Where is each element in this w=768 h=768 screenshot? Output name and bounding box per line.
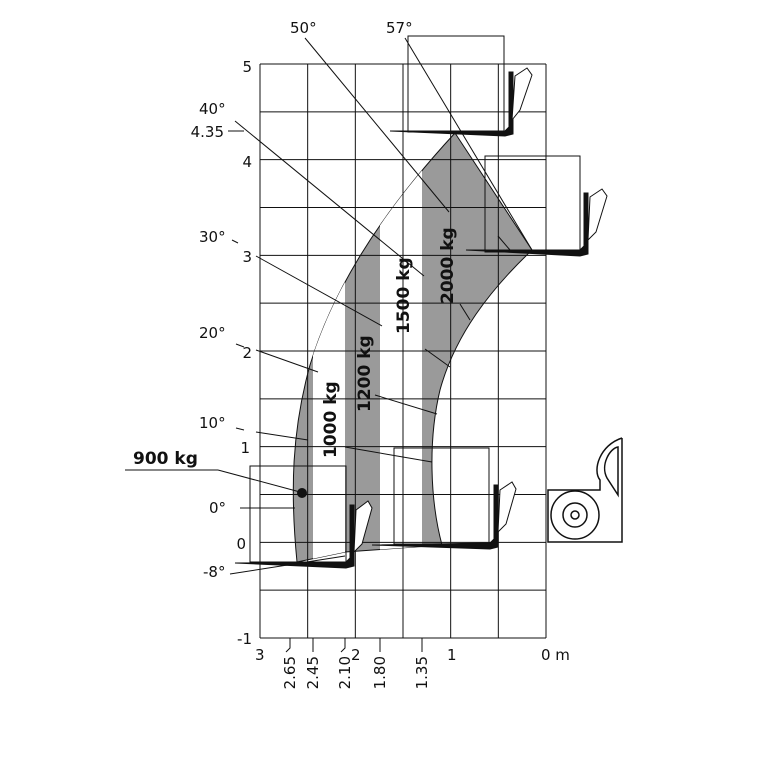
capacity-1500-label: 1500 kg bbox=[394, 257, 414, 334]
y-label: 3 bbox=[242, 248, 252, 266]
y-label: 0 bbox=[236, 535, 246, 553]
capacity-2000-label: 2000 kg bbox=[438, 227, 458, 304]
x-mark: 2.10 bbox=[336, 656, 354, 689]
angle-0-label: 0° bbox=[209, 499, 226, 517]
angle-30-label: 30° bbox=[199, 228, 226, 246]
900kg-point bbox=[297, 488, 307, 498]
fork-carriages bbox=[234, 67, 608, 569]
capacity-900-label: 900 kg bbox=[133, 449, 198, 469]
angle-20-label: 20° bbox=[199, 324, 226, 342]
angle-10-label: 10° bbox=[199, 414, 226, 432]
angle-40-label: 40° bbox=[199, 100, 226, 118]
angle-labels: 50° 57° 40° 30° 20° 10° 0° -8° bbox=[199, 19, 413, 581]
fork-right bbox=[465, 188, 608, 257]
capacity-1200-label: 1200 kg bbox=[355, 335, 375, 412]
x-label: 2 bbox=[351, 646, 361, 664]
angle-57-label: 57° bbox=[386, 19, 413, 37]
y-label: -1 bbox=[237, 630, 252, 648]
x-mark: 2.45 bbox=[304, 656, 322, 689]
x-axis-labels: 3 2 1 0 m bbox=[255, 646, 570, 664]
leader-lines bbox=[125, 37, 533, 575]
x-label: 0 m bbox=[541, 646, 570, 664]
y-label: 5 bbox=[242, 58, 252, 76]
fork-bottom-left bbox=[234, 500, 373, 569]
x-mark: 1.80 bbox=[371, 656, 389, 689]
y-axis-labels: 5 4 3 2 1 0 -1 4.35 bbox=[191, 58, 252, 648]
y-label: 4 bbox=[242, 153, 252, 171]
x-mark-ticks bbox=[285, 638, 423, 653]
capacity-1000-label: 1000 kg bbox=[321, 381, 341, 458]
fork-top bbox=[389, 67, 533, 137]
x-label: 3 bbox=[255, 646, 265, 664]
angle-minus8-label: -8° bbox=[203, 563, 225, 581]
max-height-label: 4.35 bbox=[191, 123, 224, 141]
x-mark: 1.35 bbox=[413, 656, 431, 689]
x-mark: 2.65 bbox=[281, 656, 299, 689]
angle-57-label: 50° bbox=[290, 19, 317, 37]
x-marks: 2.65 2.45 2.10 1.80 1.35 bbox=[281, 656, 431, 689]
y-label: 2 bbox=[242, 344, 252, 362]
x-label: 1 bbox=[447, 646, 457, 664]
capacity-labels: 900 kg 1000 kg 1200 kg 1500 kg 2000 kg bbox=[133, 227, 458, 469]
truck-front bbox=[547, 437, 623, 543]
fork-bottom-mid bbox=[371, 481, 517, 550]
y-label: 1 bbox=[240, 439, 250, 457]
